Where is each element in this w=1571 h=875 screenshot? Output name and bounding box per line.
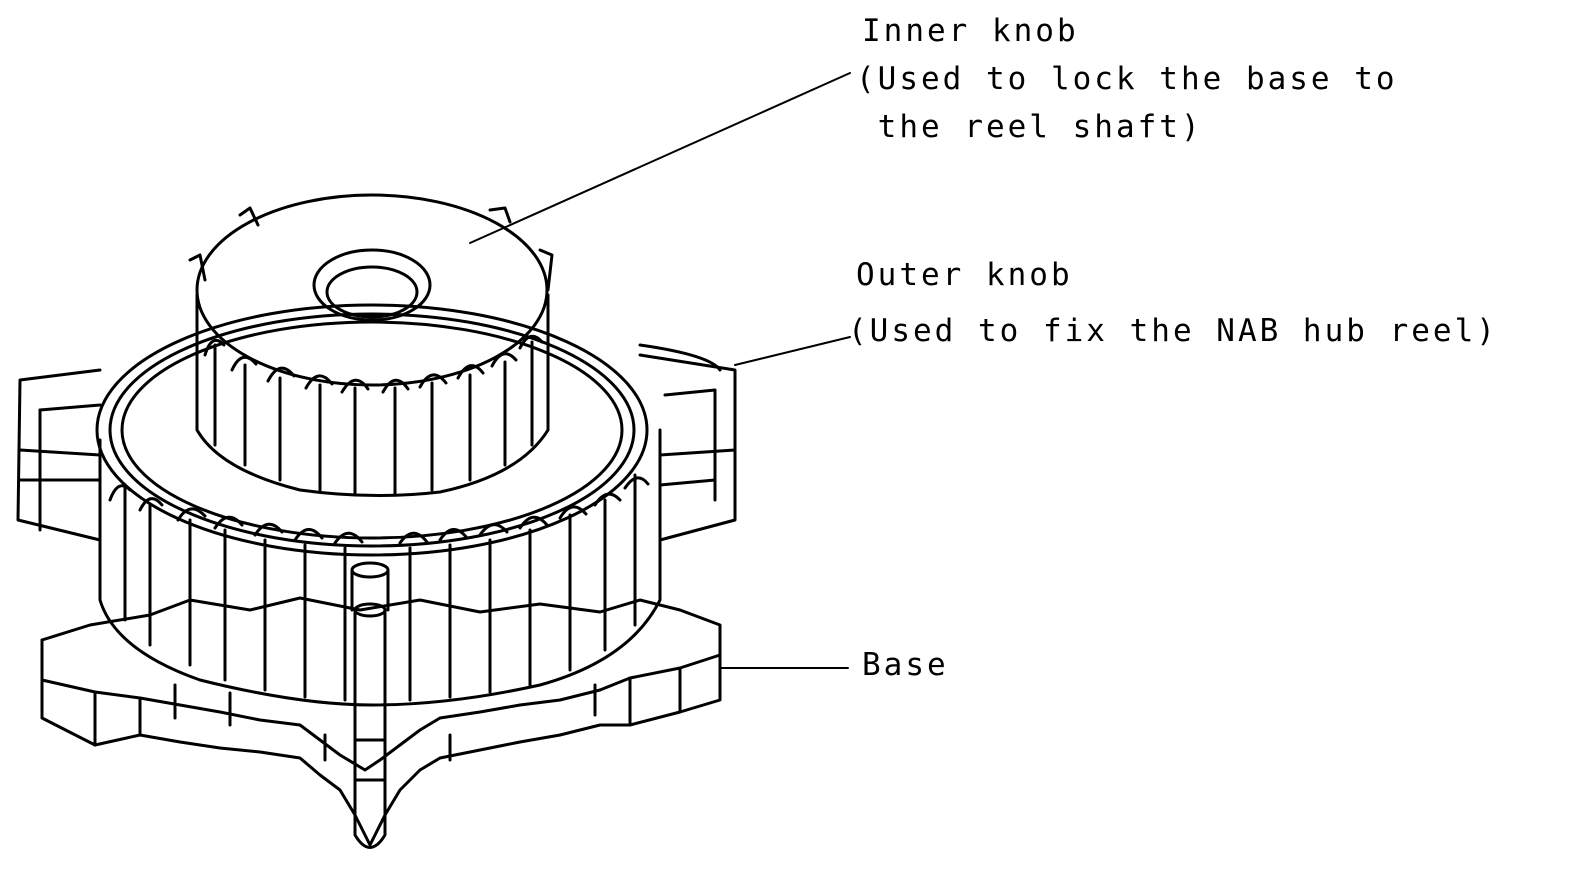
inner-knob-note-line2: the reel shaft) [856, 109, 1203, 145]
center-bore [312, 248, 432, 322]
outer-knob-leader-line [734, 336, 851, 366]
outer-knob-note: (Used to fix the NAB hub reel) [848, 313, 1498, 349]
inner-knob-body [188, 193, 554, 498]
inner-knob-label: Inner knob [862, 13, 1079, 49]
inner-knob-note-line1: (Used to lock the base to [856, 61, 1398, 97]
inner-knob-leader-line [469, 72, 851, 244]
base-plate [40, 561, 722, 849]
outer-knob-body [16, 303, 737, 707]
outer-knob-label: Outer knob [856, 257, 1073, 293]
base-label: Base [862, 647, 949, 683]
